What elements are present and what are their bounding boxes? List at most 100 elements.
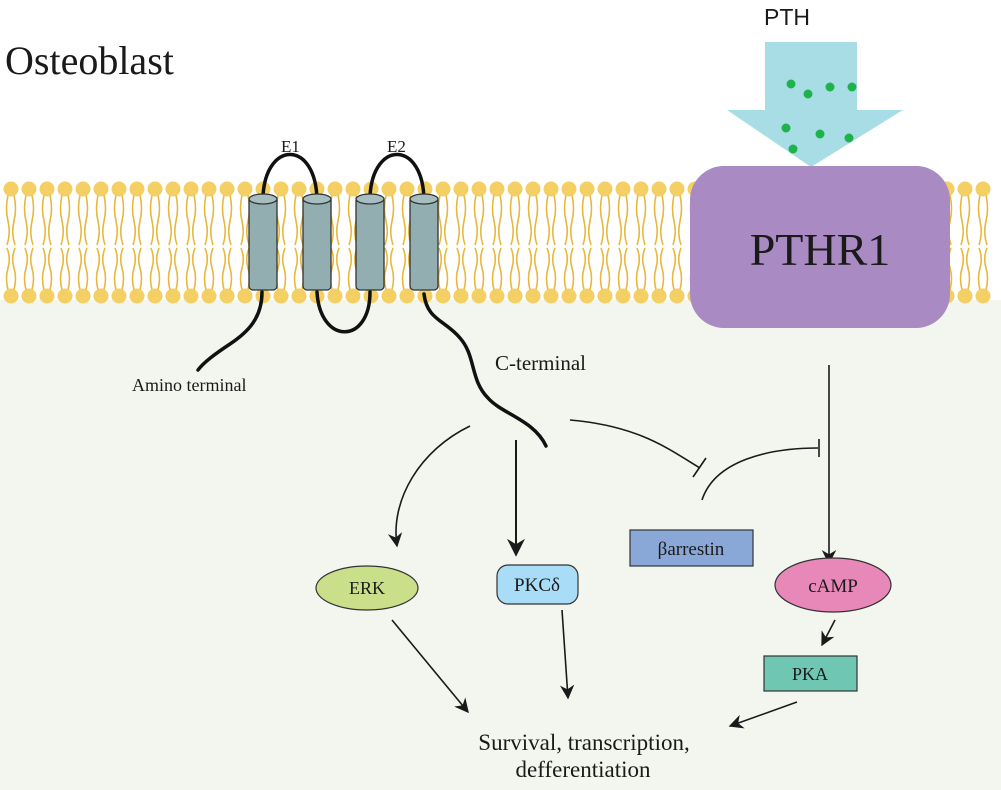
lipid-head bbox=[93, 181, 109, 197]
helix-top bbox=[248, 193, 278, 205]
lipid-head bbox=[399, 288, 415, 304]
pth-molecule bbox=[825, 82, 835, 92]
lipid-head bbox=[21, 288, 37, 304]
pthr1-receptor bbox=[690, 166, 950, 328]
lipid-head bbox=[615, 288, 631, 304]
transmembrane-protein bbox=[196, 152, 548, 448]
lipid-tail bbox=[527, 194, 533, 246]
lipid-tail bbox=[569, 247, 575, 291]
lipid-head bbox=[597, 288, 613, 304]
lipid-tail bbox=[41, 194, 47, 246]
lipid-tail bbox=[545, 247, 551, 291]
lipid-tail bbox=[83, 247, 89, 291]
lipid-head bbox=[183, 181, 199, 197]
pka-label: PKA bbox=[792, 664, 828, 684]
lipid-head bbox=[651, 288, 667, 304]
lipid-tail bbox=[293, 194, 299, 246]
lipid-head bbox=[471, 181, 487, 197]
lipid-tail bbox=[5, 247, 11, 291]
lipid-tail bbox=[473, 194, 479, 246]
pth-molecule bbox=[844, 133, 854, 143]
lipid-tail bbox=[635, 194, 641, 246]
lipid-head bbox=[129, 288, 145, 304]
arrow-camp-to-pka bbox=[821, 619, 836, 647]
pth-molecule bbox=[815, 129, 825, 139]
lipid-tail bbox=[281, 247, 287, 291]
helix-top bbox=[409, 193, 439, 205]
lipid-tail bbox=[497, 247, 503, 291]
lipid-head bbox=[147, 288, 163, 304]
erk-node bbox=[315, 565, 419, 611]
lipid-tail bbox=[617, 194, 623, 246]
lipid-head bbox=[273, 181, 289, 197]
loop-label-e1: E1 bbox=[281, 137, 300, 156]
lipid-tail bbox=[383, 247, 389, 291]
lipid-head bbox=[165, 288, 181, 304]
pka-node bbox=[763, 655, 858, 692]
lipid-head bbox=[111, 288, 127, 304]
amino-terminal-tail bbox=[196, 290, 264, 372]
lipid-tail bbox=[83, 194, 89, 246]
lipid-tail bbox=[965, 247, 971, 291]
helix-body bbox=[302, 196, 332, 291]
lipid-tail bbox=[149, 194, 155, 246]
inhibition-to-barrestin bbox=[569, 419, 701, 469]
cell-label: Osteoblast bbox=[5, 38, 174, 83]
arrow-to-erk bbox=[387, 425, 471, 548]
lipid-tail bbox=[347, 247, 353, 291]
lipid-tail bbox=[581, 247, 587, 291]
lipid-tail bbox=[65, 194, 71, 246]
lipid-head bbox=[201, 288, 217, 304]
lipid-head bbox=[561, 181, 577, 197]
lipid-tail bbox=[533, 194, 539, 246]
lipid-tail bbox=[437, 194, 443, 246]
helix-4 bbox=[409, 193, 439, 291]
lipid-head bbox=[597, 181, 613, 197]
lipid-tail bbox=[173, 194, 179, 246]
lipid-tail bbox=[59, 194, 65, 246]
lipid-head bbox=[651, 181, 667, 197]
lipid-head bbox=[579, 288, 595, 304]
lipid-tail bbox=[119, 247, 125, 291]
lipid-head bbox=[435, 288, 451, 304]
lipid-tail bbox=[563, 247, 569, 291]
lipid-head bbox=[291, 181, 307, 197]
lipid-tail bbox=[959, 194, 965, 246]
lipid-tail bbox=[659, 194, 665, 246]
lipid-head bbox=[507, 288, 523, 304]
lipid-tail bbox=[11, 247, 17, 291]
lipid-tail bbox=[131, 194, 137, 246]
lipid-tail bbox=[959, 247, 965, 291]
lipid-tail bbox=[563, 194, 569, 246]
lipid-tail bbox=[653, 247, 659, 291]
lipid-head bbox=[237, 181, 253, 197]
pkcd-node bbox=[496, 564, 579, 605]
lipid-tail bbox=[671, 194, 677, 246]
lipid-tail bbox=[239, 247, 245, 291]
lipid-head bbox=[975, 181, 991, 197]
lipid-head bbox=[561, 288, 577, 304]
lipid-tail bbox=[479, 247, 485, 291]
lipid-tail bbox=[983, 194, 989, 246]
lipid-tail bbox=[671, 247, 677, 291]
lipid-tail bbox=[383, 194, 389, 246]
lipid-tail bbox=[95, 247, 101, 291]
lipid-head bbox=[453, 181, 469, 197]
lipid-tail bbox=[623, 247, 629, 291]
lipid-head bbox=[507, 181, 523, 197]
lipid-tail bbox=[545, 194, 551, 246]
lipid-tail bbox=[131, 247, 137, 291]
lipid-head bbox=[453, 288, 469, 304]
lipid-head bbox=[435, 181, 451, 197]
lipid-tail bbox=[185, 194, 191, 246]
lipid-head bbox=[3, 288, 19, 304]
helix-group bbox=[248, 193, 439, 291]
lipid-head bbox=[471, 288, 487, 304]
lipid-tail bbox=[461, 247, 467, 291]
inhibition-from-barrestin bbox=[701, 447, 819, 501]
lipid-head bbox=[57, 181, 73, 197]
lipid-tail bbox=[587, 194, 593, 246]
lipid-tail bbox=[389, 194, 395, 246]
lipid-tail bbox=[455, 247, 461, 291]
lipid-tail bbox=[203, 247, 209, 291]
